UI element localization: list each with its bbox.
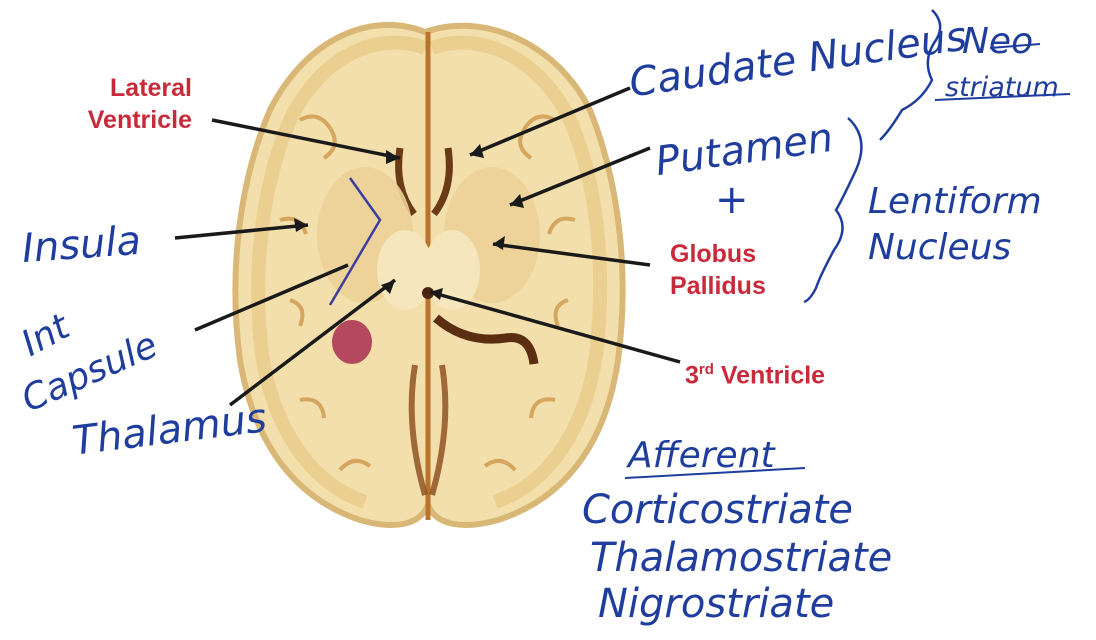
afferent-item-corticostriate: Corticostriate xyxy=(582,490,853,530)
globus-line2: Pallidus xyxy=(670,270,766,302)
globus-line1: Globus xyxy=(670,238,766,270)
lateral-ventricle-line2: Ventricle xyxy=(86,104,192,136)
lateral-ventricle-label: Lateral Ventricle xyxy=(80,72,192,136)
afferent-item-thalamostriate: Thalamostriate xyxy=(590,538,892,578)
globus-pallidus-label: Globus Pallidus xyxy=(670,238,766,302)
lentiform-line1: Lentiform xyxy=(868,184,1042,220)
afferent-item-nigrostriate: Nigrostriate xyxy=(598,584,834,624)
plus-sign: + xyxy=(715,180,749,220)
lateral-ventricle-line1: Lateral xyxy=(80,72,192,104)
neo-label: Neo xyxy=(962,24,1033,60)
third-ventricle-prefix: 3 xyxy=(685,361,699,389)
third-ventricle-sup: rd xyxy=(699,361,714,378)
third-ventricle-label: 3rd Ventricle xyxy=(685,354,825,391)
third-ventricle-word: Ventricle xyxy=(721,361,825,389)
lentiform-line2: Nucleus xyxy=(868,230,1011,266)
striatum-label: striatum xyxy=(945,74,1059,101)
afferent-title: Afferent xyxy=(628,438,775,474)
insula-label: Insula xyxy=(21,221,142,269)
